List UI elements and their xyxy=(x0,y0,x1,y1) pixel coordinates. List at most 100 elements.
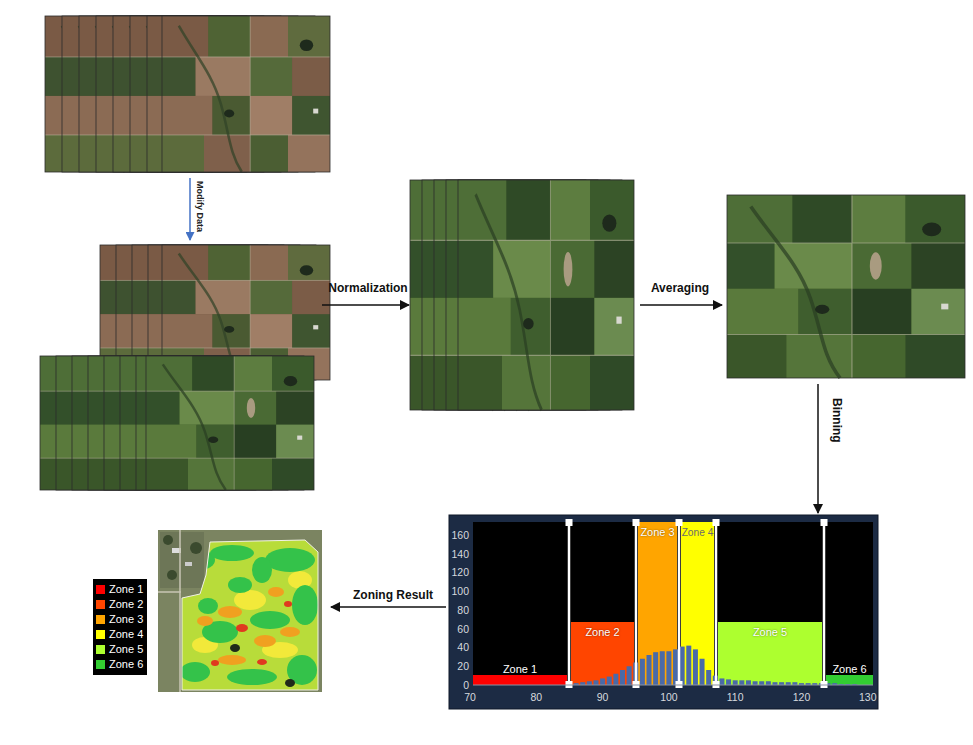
histogram-bar xyxy=(686,646,691,685)
histogram-bar xyxy=(706,670,711,685)
axis-tick-label: 120 xyxy=(451,566,469,578)
legend-entry: Zone 1 xyxy=(96,582,143,597)
x-axis xyxy=(473,685,873,686)
axis-tick-label: 130 xyxy=(859,691,877,703)
histogram-bar xyxy=(627,666,632,685)
legend-entry: Zone 6 xyxy=(96,657,143,672)
zone-fill xyxy=(473,675,567,685)
zone-separator xyxy=(635,522,638,685)
field-outline xyxy=(182,540,318,690)
separator-handle xyxy=(566,519,573,526)
axis-tick-label: 120 xyxy=(793,691,811,703)
satellite-layer xyxy=(162,16,330,172)
axis-tick-label: 80 xyxy=(457,604,469,616)
zone-label: Zone 1 xyxy=(503,661,537,676)
separator-handle xyxy=(821,519,828,526)
separator-handle xyxy=(713,519,720,526)
zone-fill xyxy=(571,622,634,685)
zone-fill xyxy=(826,675,873,685)
histogram-bar xyxy=(733,680,738,685)
binning-arrow xyxy=(817,384,819,513)
zone-separator xyxy=(823,522,826,685)
histogram-bar xyxy=(726,679,731,685)
legend-swatch xyxy=(96,585,105,594)
step-label: Normalization xyxy=(328,282,407,296)
zone-separator xyxy=(715,522,718,685)
step-label: Averaging xyxy=(651,282,709,296)
histogram-bar xyxy=(746,680,751,685)
raw-image-stack xyxy=(45,16,330,172)
image-stacks xyxy=(40,16,965,490)
histogram-bar xyxy=(700,659,705,685)
separator-handle xyxy=(633,519,640,526)
legend-label: Zone 4 xyxy=(109,628,143,640)
step-label: Modify Data xyxy=(195,181,205,232)
step-label: Zoning Result xyxy=(353,589,433,603)
axis-tick-label: 80 xyxy=(530,691,542,703)
layer-edge xyxy=(727,195,965,378)
histogram-bar xyxy=(766,681,771,685)
zone-separators xyxy=(566,519,828,688)
legend-entry: Zone 5 xyxy=(96,642,143,657)
legend-label: Zone 6 xyxy=(109,658,143,670)
modify-arrow xyxy=(189,178,191,240)
legend-swatch xyxy=(96,600,105,609)
layer-edge xyxy=(146,356,314,490)
zone-label: Zone 3 xyxy=(640,524,674,539)
normalized-stack xyxy=(410,180,634,410)
histogram-bar xyxy=(600,678,605,685)
legend-swatch xyxy=(96,660,105,669)
histogram-zone: Zone 1 xyxy=(473,659,567,685)
zoning-arrow xyxy=(331,606,446,608)
histogram-bar xyxy=(753,681,758,685)
step-label: Binning xyxy=(829,398,843,443)
zoning-map xyxy=(158,530,322,692)
zone-label: Zone 5 xyxy=(753,624,787,639)
zone-separator xyxy=(568,522,571,685)
axis-tick-label: 140 xyxy=(451,548,469,560)
histogram-bar xyxy=(587,681,592,685)
axis-tick-label: 160 xyxy=(451,529,469,541)
legend-box: Zone 1Zone 2Zone 3Zone 4Zone 5Zone 6 xyxy=(93,579,147,675)
zone-label: Zone 4 xyxy=(682,525,714,539)
legend-label: Zone 2 xyxy=(109,598,143,610)
layer-edge xyxy=(458,180,634,410)
averaging-arrow xyxy=(640,304,722,306)
normalization-arrow xyxy=(322,304,409,306)
farmstead xyxy=(160,532,204,588)
histogram-zone: Zone 3 xyxy=(638,522,677,685)
histogram-bar xyxy=(673,649,678,685)
histogram-bar xyxy=(666,651,671,685)
legend-entry: Zone 2 xyxy=(96,597,143,612)
legend-label: Zone 1 xyxy=(109,583,143,595)
histogram-bar xyxy=(680,647,685,685)
legend-swatch xyxy=(96,615,105,624)
legend-swatch xyxy=(96,630,105,639)
axis-tick-label: 100 xyxy=(660,691,678,703)
satellite-layer xyxy=(727,195,965,378)
separator-handle xyxy=(676,519,683,526)
histogram-bar xyxy=(759,681,764,685)
zone-fill xyxy=(718,622,822,685)
axis-tick-label: 100 xyxy=(451,585,469,597)
histogram-bar xyxy=(640,659,645,685)
map-ground xyxy=(158,530,322,692)
zone-label: Zone 6 xyxy=(832,661,866,676)
axis-tick-label: 90 xyxy=(597,691,609,703)
histogram-panel xyxy=(449,515,878,709)
panel-ground xyxy=(449,515,878,709)
axis-tick-label: 20 xyxy=(457,660,469,672)
histogram-zone: Zone 6 xyxy=(826,659,873,685)
histogram-bar xyxy=(653,652,658,685)
axis-tick-label: 60 xyxy=(457,623,469,635)
histogram-bar xyxy=(620,670,625,685)
axis-tick-label: 70 xyxy=(464,691,476,703)
histogram-zone: Zone 5 xyxy=(718,622,822,685)
axis-tick-label: 0 xyxy=(463,679,469,691)
zone-separator xyxy=(678,522,681,685)
histogram-bar xyxy=(739,680,744,685)
modified-stack-lower xyxy=(40,356,314,490)
legend-label: Zone 5 xyxy=(109,643,143,655)
zone-label: Zone 2 xyxy=(585,624,619,639)
